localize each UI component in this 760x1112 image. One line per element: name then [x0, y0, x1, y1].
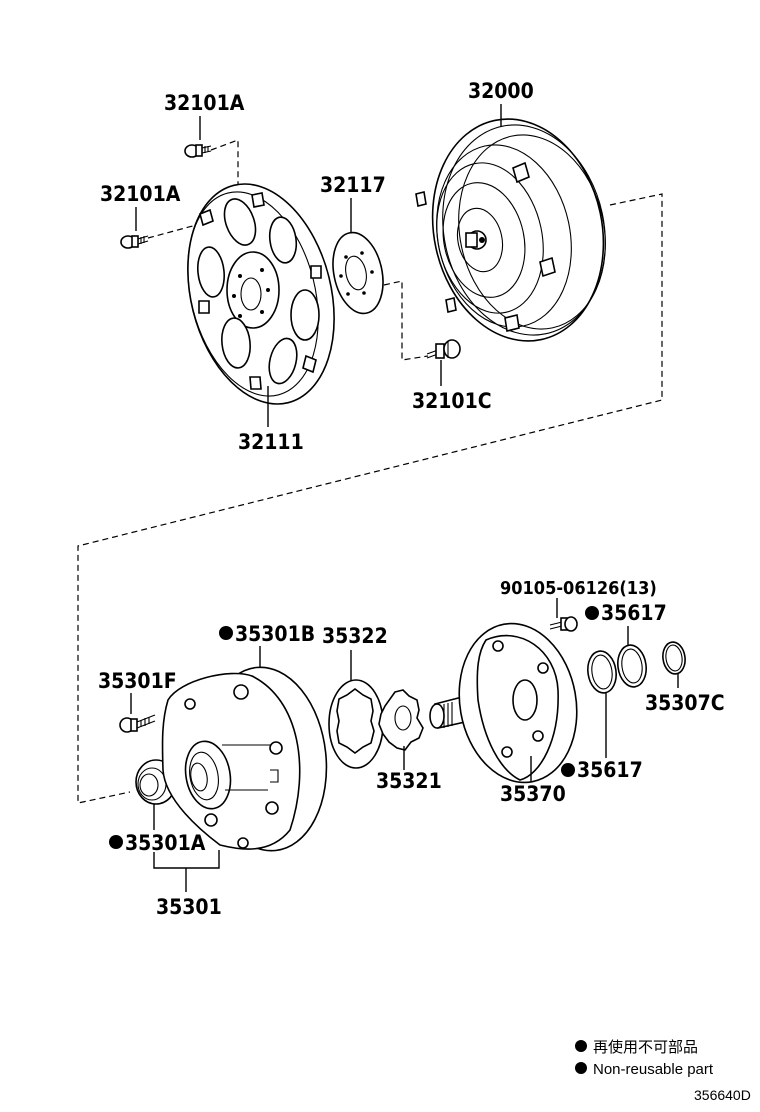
label-32101c[interactable]: 32101C	[412, 389, 492, 413]
label-35301a[interactable]: 35301A	[125, 831, 206, 855]
label-35301[interactable]: 35301	[156, 895, 222, 919]
dash-assembly-link	[77, 193, 663, 804]
bolt-35301f[interactable]	[119, 714, 156, 733]
label-90105-06126[interactable]: 90105-06126(13)	[500, 578, 657, 599]
non-reusable-marker	[219, 626, 233, 640]
label-32117[interactable]: 32117	[320, 173, 386, 197]
label-32101a-left[interactable]: 32101A	[100, 182, 181, 206]
drive-gear-35321[interactable]	[378, 689, 424, 751]
seal-ring-35617-b[interactable]	[615, 643, 649, 688]
legend-line-en: Non-reusable part	[593, 1061, 714, 1078]
bolt-32101c[interactable]	[426, 339, 461, 359]
legend-marker	[575, 1040, 587, 1052]
seal-ring-35307c[interactable]	[661, 641, 687, 676]
label-35301b[interactable]: 35301B	[235, 622, 315, 646]
torque-converter-32000[interactable]	[413, 103, 625, 357]
label-35617-bottom[interactable]: 35617	[577, 758, 643, 782]
label-35301f[interactable]: 35301F	[98, 669, 177, 693]
label-35322[interactable]: 35322	[322, 624, 388, 648]
oil-pump-body-35301[interactable]	[161, 661, 336, 857]
spacer-plate-32117[interactable]	[326, 228, 390, 318]
legend: 再使用不可部品 Non-reusable part	[575, 1039, 714, 1078]
label-35370[interactable]: 35370	[500, 782, 566, 806]
dash-32101a-left	[147, 223, 201, 239]
driven-gear-35322[interactable]	[328, 679, 384, 769]
bolt-32101a-left[interactable]	[120, 235, 149, 249]
non-reusable-marker	[585, 606, 599, 620]
label-32101a-top[interactable]: 32101A	[164, 91, 245, 115]
bolt-90105-06126[interactable]	[549, 616, 578, 632]
dash-32117	[383, 280, 429, 361]
label-35307c[interactable]: 35307C	[645, 691, 725, 715]
label-32111[interactable]: 32111	[238, 430, 304, 454]
diagram-code: 356640D	[694, 1087, 751, 1103]
bolt-32101a-top[interactable]	[184, 144, 212, 158]
non-reusable-marker	[561, 763, 575, 777]
legend-line-jp: 再使用不可部品	[593, 1039, 698, 1056]
label-35617-top[interactable]: 35617	[601, 601, 667, 625]
stator-shaft-35370[interactable]	[429, 614, 589, 792]
label-35321[interactable]: 35321	[376, 769, 442, 793]
legend-marker	[575, 1062, 587, 1074]
label-32000[interactable]: 32000	[468, 79, 534, 103]
drive-plate-32111[interactable]	[166, 168, 356, 419]
seal-ring-35617-a[interactable]	[585, 649, 619, 694]
non-reusable-marker	[109, 835, 123, 849]
